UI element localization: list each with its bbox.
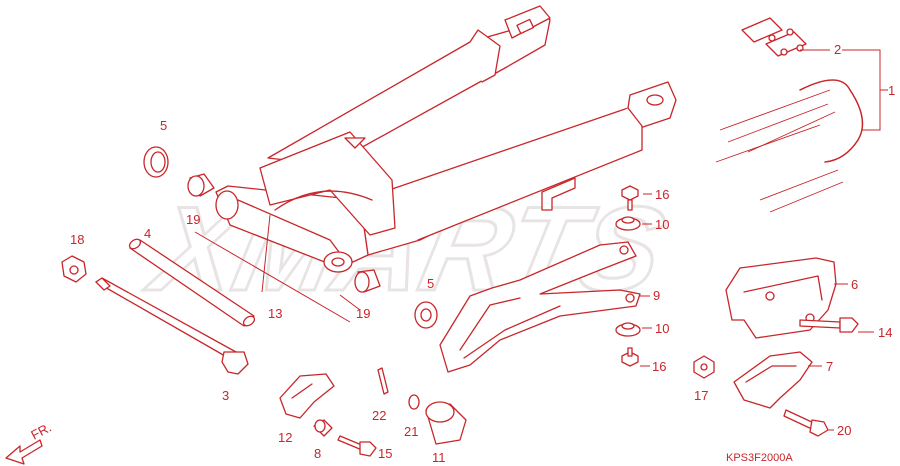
washer-21	[408, 394, 420, 410]
pivot-seal-left	[143, 146, 169, 178]
callout-17: 17	[694, 388, 708, 403]
pin-22	[377, 367, 389, 395]
callout-13: 13	[268, 306, 282, 321]
pivot-nut	[61, 255, 87, 283]
drive-chain	[715, 79, 864, 213]
callout-6: 6	[851, 277, 858, 292]
callout-20: 20	[837, 423, 851, 438]
pivot-bearing-left	[187, 173, 215, 197]
callout-10-lower: 10	[655, 321, 669, 336]
bolt-16-lower	[621, 347, 639, 367]
nut-17	[693, 355, 715, 379]
callout-15: 15	[378, 446, 392, 461]
callout-19-right: 19	[356, 306, 370, 321]
callout-1: 1	[888, 83, 895, 98]
leader-lines	[194, 49, 888, 431]
front-label: FR.	[28, 420, 54, 443]
callout-labels: 2 1 5 19 4 18 13 19 5 3 16 10 9 10 16 6 …	[70, 42, 895, 465]
pivot-seal-right	[414, 301, 438, 329]
callout-9: 9	[653, 288, 660, 303]
chain-guide-upper	[725, 257, 837, 339]
callout-3: 3	[222, 388, 229, 403]
bolt-14	[799, 317, 859, 333]
callout-21: 21	[404, 424, 418, 439]
callout-5-left: 5	[160, 118, 167, 133]
callout-12: 12	[278, 430, 292, 445]
callout-18: 18	[70, 232, 84, 247]
callout-16-lower: 16	[652, 359, 666, 374]
callout-7: 7	[826, 359, 833, 374]
callout-16-upper: 16	[655, 187, 669, 202]
collar-8	[313, 419, 333, 437]
roller-11	[425, 401, 467, 445]
callout-14: 14	[878, 325, 892, 340]
callout-8: 8	[314, 446, 321, 461]
callout-2: 2	[834, 42, 841, 57]
callout-11: 11	[432, 450, 446, 465]
master-link	[741, 17, 807, 57]
chain-slider	[439, 241, 641, 373]
callout-4: 4	[144, 226, 151, 241]
bolt-15	[337, 435, 377, 457]
bolt-20	[783, 409, 829, 437]
pivot-bearing-right	[354, 269, 381, 293]
rubber-washer-10-lower	[615, 322, 641, 337]
callout-10-upper: 10	[655, 217, 669, 232]
callout-22: 22	[372, 408, 386, 423]
pivot-bolt	[95, 277, 249, 375]
callout-5-right: 5	[427, 276, 434, 291]
swingarm	[215, 5, 677, 273]
diagram-code: KPS3F2000A	[726, 452, 793, 464]
chain-guide-lower	[733, 351, 813, 409]
callout-19-left: 19	[186, 212, 200, 227]
pivot-collar	[128, 238, 256, 327]
slider-guide-12	[279, 373, 335, 419]
rubber-washer-10-upper	[615, 216, 641, 231]
bolt-16-upper	[621, 185, 639, 211]
front-direction-arrow: FR.	[5, 420, 54, 465]
